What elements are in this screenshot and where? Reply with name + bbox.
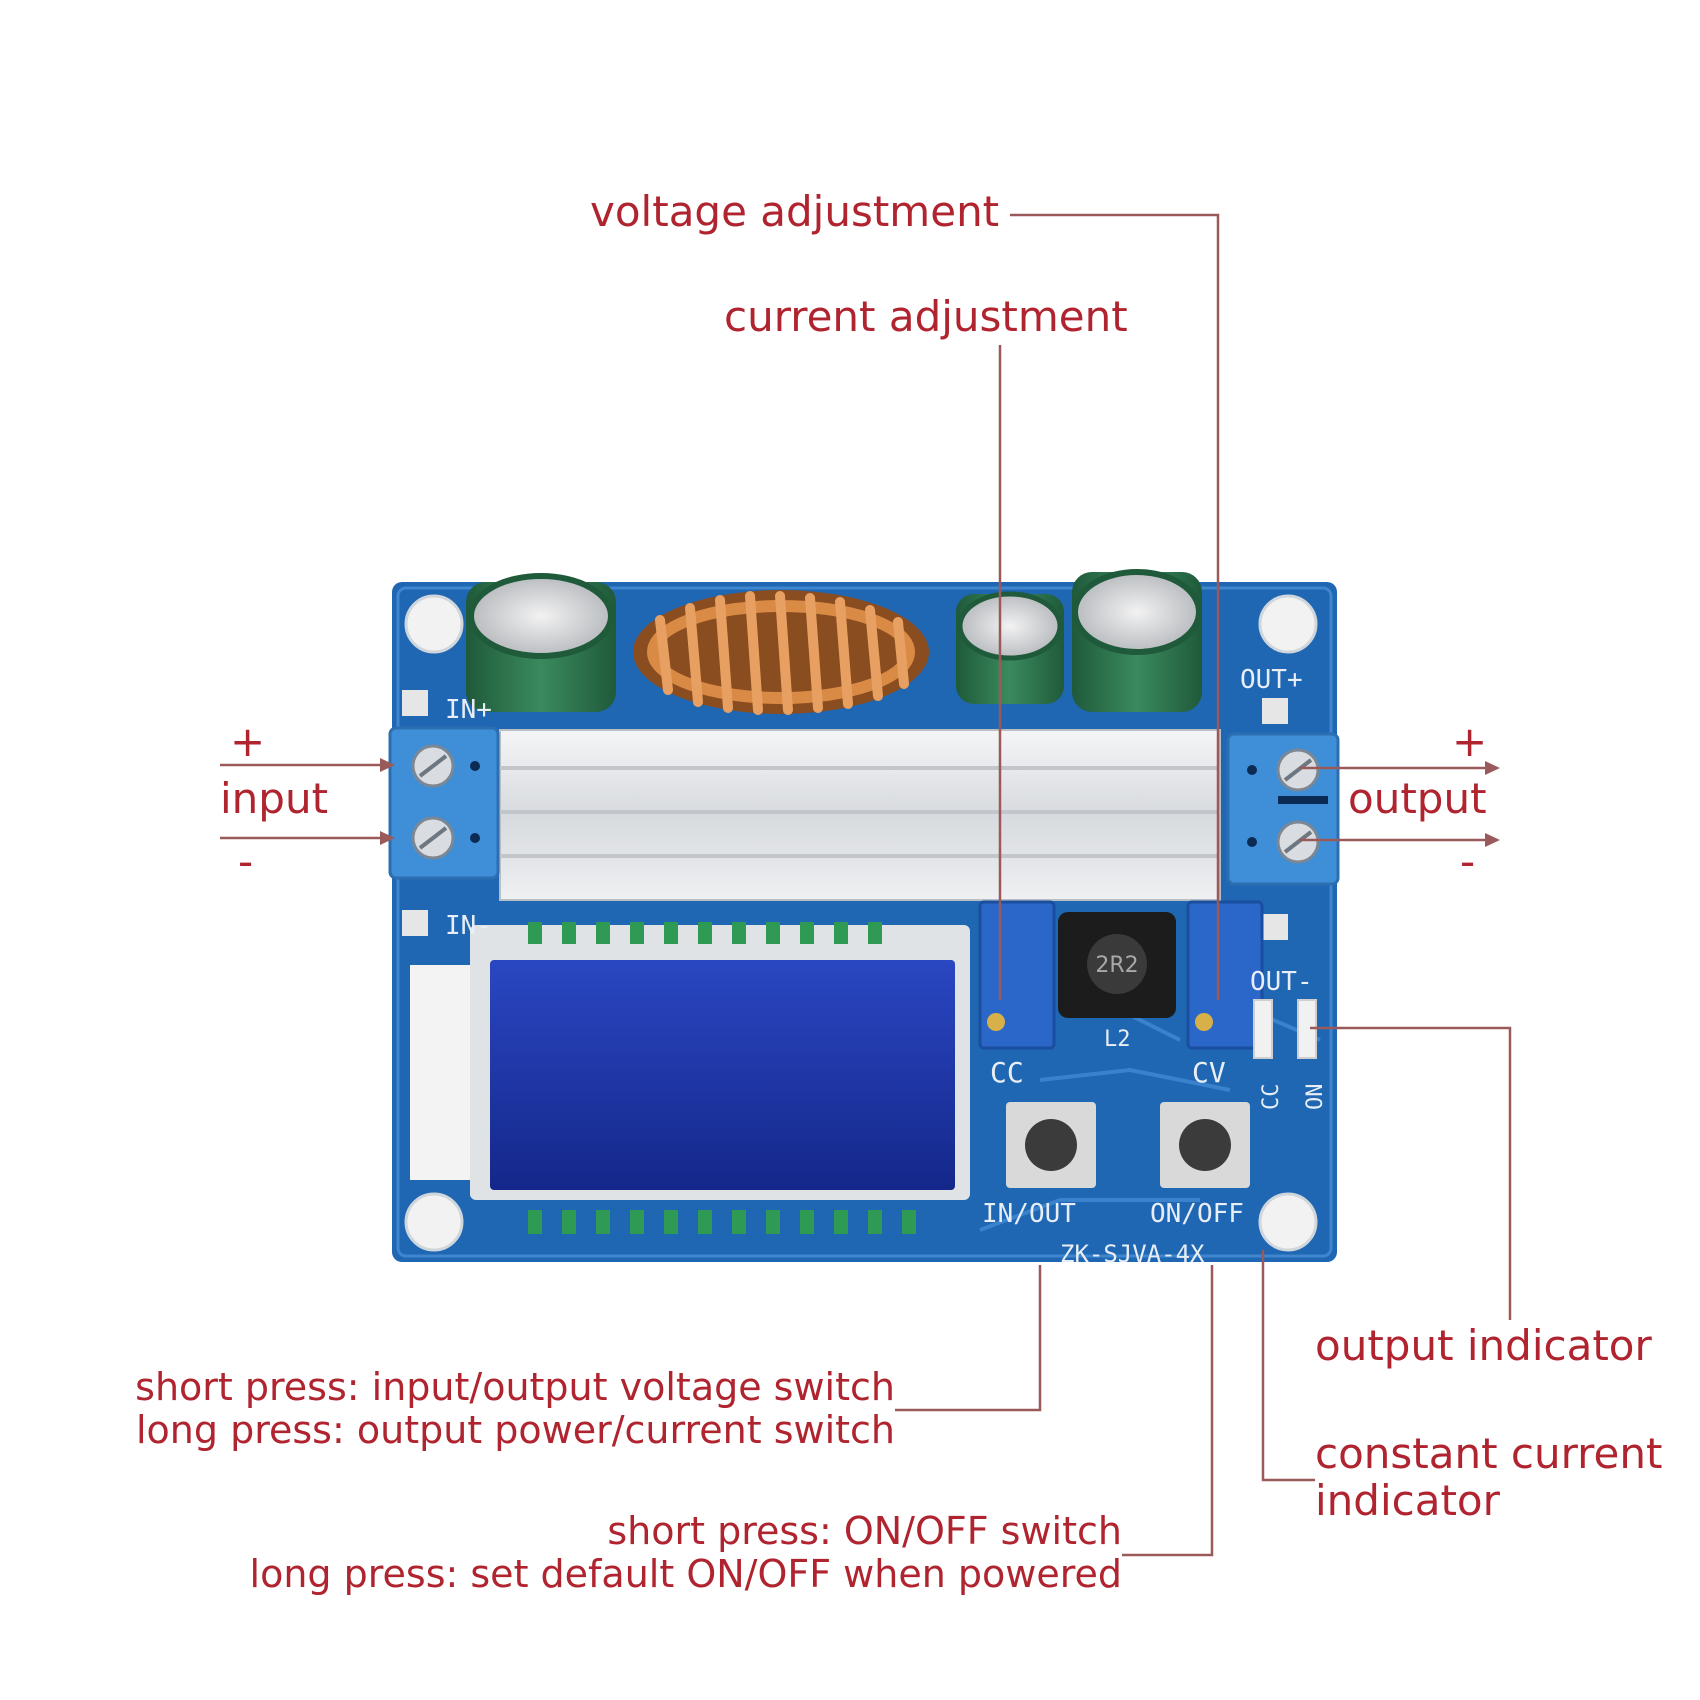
arrow-input-minus <box>380 831 395 845</box>
silk-l2: L2 <box>1104 1027 1131 1052</box>
pad-out-plus <box>1262 698 1288 724</box>
leader-voltage-adjustment <box>1010 213 1220 1000</box>
silk-in-plus: IN+ <box>445 695 492 725</box>
capacitor-right-large <box>1072 569 1202 712</box>
silk-led-cc: CC <box>1259 1084 1284 1111</box>
mounting-hole-top-left <box>404 594 464 654</box>
on-off-long-press: long press: set default ON/OFF when powe… <box>249 1551 1122 1596</box>
lcd-pins-top <box>528 922 882 944</box>
lcd-module <box>410 922 970 1234</box>
mounting-hole-bottom-left <box>404 1192 464 1252</box>
inductor-l2 <box>1058 912 1176 1018</box>
in-out-long-press: long press: output power/current switch <box>136 1407 895 1452</box>
capacitor-left <box>466 573 616 712</box>
in-out-button-body <box>1006 1102 1096 1188</box>
output-indicator-label: output indicator <box>1315 1321 1652 1370</box>
arrow-input-plus <box>380 758 395 772</box>
leader-on-off-button <box>1122 1265 1214 1557</box>
mounting-hole-top-right <box>1258 594 1318 654</box>
input-terminal-block <box>388 726 500 880</box>
on-off-button-body <box>1160 1102 1250 1188</box>
silk-in-out: IN/OUT <box>982 1199 1076 1229</box>
leader-in-out-button <box>895 1265 1042 1412</box>
capacitor-right-small <box>956 591 1064 704</box>
toroid-inductor <box>633 590 929 715</box>
current-adjustment-label: current adjustment <box>724 292 1128 341</box>
pad-in-minus <box>402 910 428 936</box>
input-plus-sign: + <box>230 717 266 766</box>
in-out-short-press: short press: input/output voltage switch <box>135 1365 895 1409</box>
lcd-pins-bottom <box>528 1210 916 1234</box>
silk-cc: CC <box>990 1056 1024 1089</box>
heatsink <box>499 729 1221 901</box>
silk-out-minus: OUT- <box>1250 967 1313 997</box>
voltage-adjustment-label: voltage adjustment <box>590 187 1000 236</box>
mounting-hole-bottom-right <box>1258 1192 1318 1252</box>
silk-in-minus: IN- <box>445 911 492 941</box>
output-minus-sign: - <box>1460 837 1476 886</box>
output-label: output <box>1348 774 1487 823</box>
pad-out-minus <box>1262 914 1288 940</box>
output-terminal-block <box>1226 732 1340 886</box>
input-minus-sign: - <box>238 837 254 886</box>
inductor-value-marking: 2R2 <box>1095 953 1138 978</box>
pcb-edge <box>396 586 1333 1258</box>
constant-current-indicator-line1: constant current <box>1315 1429 1663 1478</box>
silk-led-on: ON <box>1303 1084 1328 1111</box>
leader-output-indicator <box>1310 1026 1512 1320</box>
pcb-traces <box>979 998 1321 1232</box>
silk-cv: CV <box>1192 1056 1226 1089</box>
arrow-output-plus <box>1485 761 1500 775</box>
leader-cc-indicator <box>1261 1250 1315 1482</box>
pad-in-plus <box>402 690 428 716</box>
in-out-button-description: short press: input/output voltage switch… <box>135 1366 895 1451</box>
leader-lines <box>220 213 1512 1557</box>
input-label: input <box>220 774 329 823</box>
silk-model: ZK-SJVA-4X <box>1060 1240 1205 1268</box>
silk-on-off: ON/OFF <box>1150 1199 1244 1229</box>
on-off-short-press: short press: ON/OFF switch <box>607 1509 1122 1553</box>
constant-current-indicator-line2: indicator <box>1315 1476 1500 1526</box>
cv-trimpot <box>1186 900 1264 1050</box>
constant-current-indicator-label: constant current indicator <box>1315 1430 1662 1524</box>
arrowheads <box>380 758 1500 847</box>
on-off-button-description: short press: ON/OFF switch long press: s… <box>250 1510 1122 1595</box>
arrow-output-minus <box>1485 833 1500 847</box>
silk-out-plus: OUT+ <box>1240 665 1303 695</box>
cc-led <box>1253 999 1273 1059</box>
output-plus-sign: + <box>1452 717 1488 766</box>
cc-trimpot <box>978 900 1056 1050</box>
